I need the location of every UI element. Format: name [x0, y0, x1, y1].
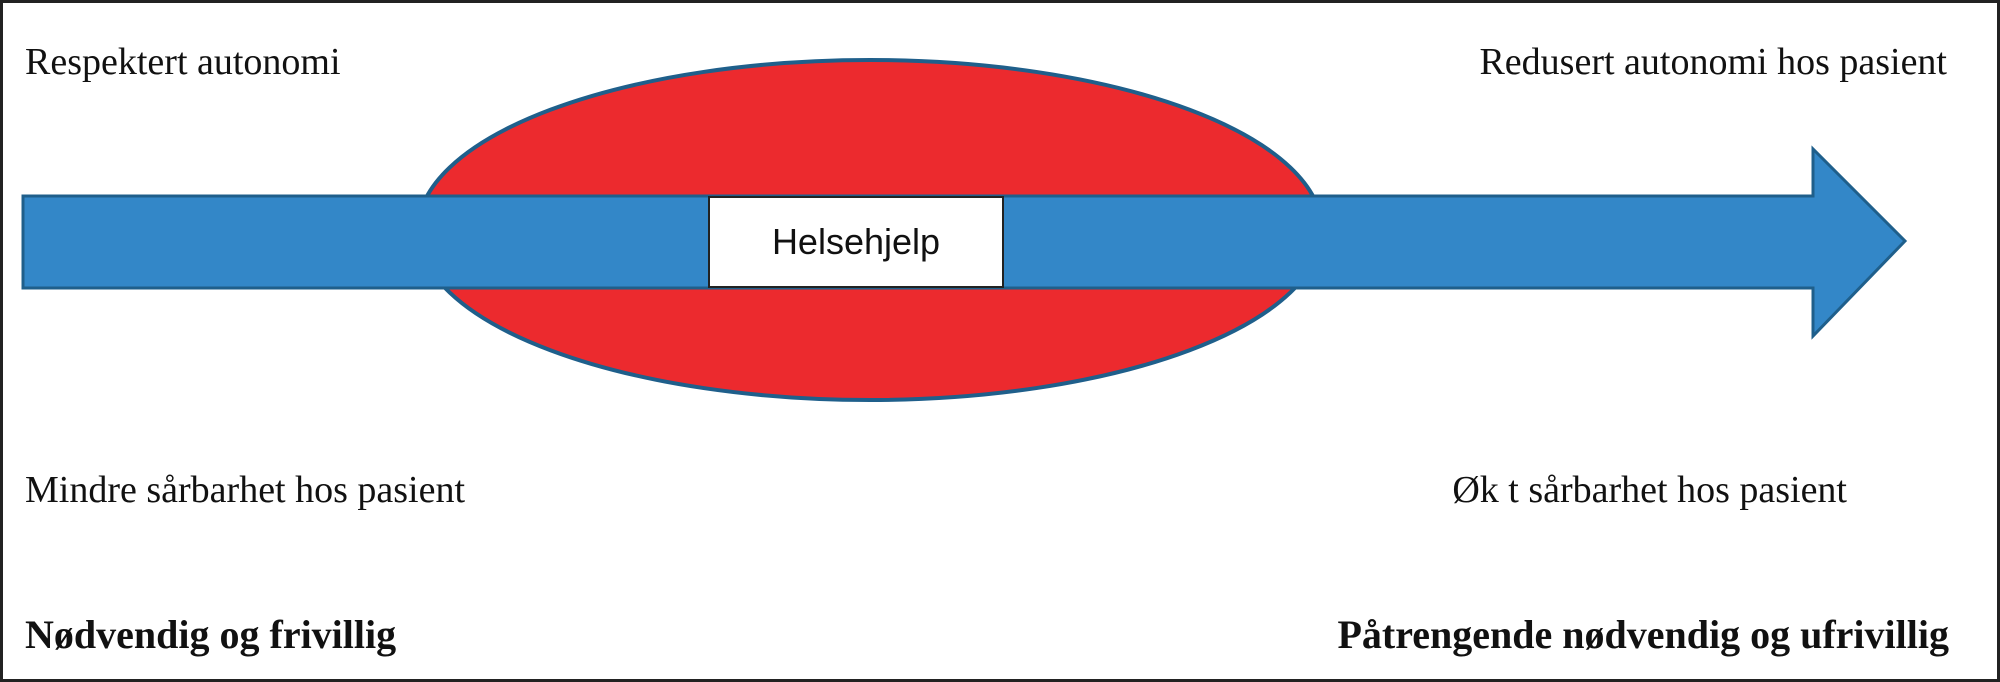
helsehjelp-label: Helsehjelp — [771, 221, 941, 262]
diagram-graphics — [21, 58, 1908, 402]
helsehjelp-box: Helsehjelp — [708, 196, 1004, 288]
label-bottom-right: Påtrengende nødvendig og ufrivillig — [1337, 612, 1949, 657]
label-mid-left: Mindre sårbarhet hos pasient — [25, 469, 466, 511]
label-top-left: Respektert autonomi — [25, 41, 341, 83]
label-mid-right: Øk t sårbarhet hos pasient — [1452, 469, 1847, 511]
label-top-right: Redusert autonomi hos pasient — [1479, 41, 1947, 83]
label-bottom-left: Nødvendig og frivillig — [25, 612, 397, 657]
